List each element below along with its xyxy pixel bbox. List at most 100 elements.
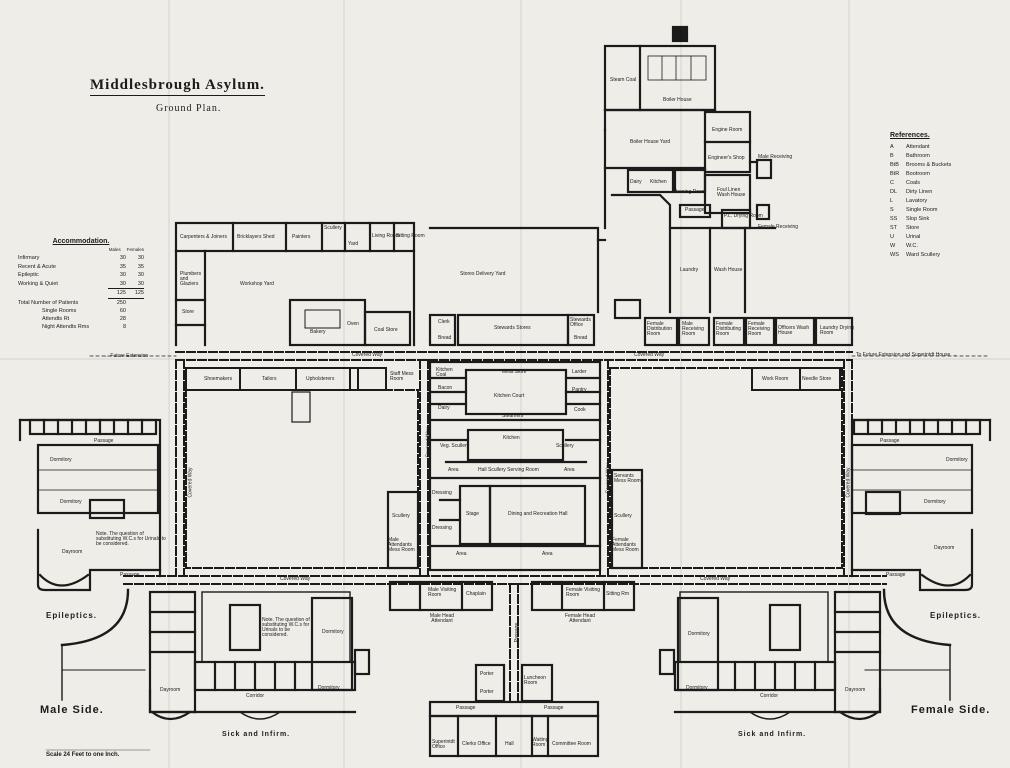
room-label: Waiting Room (532, 737, 549, 748)
room-label: Bacon (438, 385, 453, 391)
room-label: Corridor (760, 693, 779, 699)
room-label: Meat Store (502, 369, 527, 375)
room-label: Stores Delivery Yard (460, 271, 506, 277)
room-label: Steamers (502, 413, 524, 419)
room-label: Dairy (438, 405, 450, 411)
room-label: Male Head Attendant (429, 613, 455, 624)
workshop-block (174, 221, 854, 347)
covered-way-middle (123, 359, 887, 701)
room-label: Steam Coal (610, 77, 637, 83)
room-label: Coal Store (374, 327, 398, 333)
room-label: Dormitory (50, 457, 72, 463)
room-label: Stewards Stores (494, 325, 531, 331)
room-label: Servants Mess Room (614, 473, 641, 484)
room-label: Dressing (432, 490, 452, 496)
room-label: Area (564, 467, 575, 473)
room-label: Female Receiving (758, 224, 799, 230)
room-label: Wash House (714, 267, 743, 273)
room-label: Female Distribution Room (647, 321, 673, 337)
room-label: Dormitory (318, 685, 340, 691)
room-label: Dayroom (62, 549, 83, 555)
room-label: Tailors (262, 376, 277, 382)
room-label: Dormitory (686, 685, 708, 691)
room-label: Hall (505, 741, 514, 747)
corridor-label: Covered Way (634, 352, 665, 358)
room-label: Upholsterers (306, 376, 335, 382)
room-label: Bread (574, 335, 588, 341)
room-label: Officers Wash House (778, 325, 810, 336)
boiler-house-block (603, 25, 777, 314)
room-label: Engine Room (712, 127, 743, 133)
fold-crease (848, 0, 850, 768)
main-courts (185, 367, 843, 569)
sick-infirm-left-label: Sick and Infirm. (222, 731, 291, 738)
fold-crease (680, 0, 682, 768)
room-label: Plumbers and Glaziers (180, 271, 202, 287)
ward-sick-right (658, 590, 882, 721)
room-label: Passage (886, 572, 906, 578)
room-label: Boiler House Yard (630, 139, 671, 145)
room-label: Staff Mess Room (390, 371, 414, 382)
room-label: Female Distributing Room (716, 321, 742, 337)
scale-note: Scale 24 Feet to one Inch. (46, 752, 120, 758)
room-label: Kitchen (650, 179, 667, 185)
room-label: Dormitory (688, 631, 710, 637)
ward-epileptic-left (18, 418, 162, 592)
room-label: Dayroom (934, 545, 955, 551)
room-label: Scullery (556, 443, 574, 449)
covered-way-top (89, 351, 991, 361)
room-label: Female Head Attendant (564, 613, 595, 624)
room-label: Kitchen Court (494, 393, 525, 399)
room-label: Foul Linen Wash House (717, 187, 746, 198)
room-label: Scullery (614, 513, 632, 519)
room-label: Dormitory (946, 457, 968, 463)
room-label: Porter (480, 689, 494, 695)
epileptics-right-label: Epileptics. (930, 611, 982, 620)
room-label: Bread (438, 335, 452, 341)
room-label: Male Receiving Room (682, 321, 704, 337)
room-label: Superintdt Office (432, 739, 455, 750)
room-label: Male Receiving (758, 154, 793, 160)
room-label: P.L. Drying Room (724, 213, 763, 219)
room-label: Committee Room (552, 741, 591, 747)
room-label: Dormitory (60, 499, 82, 505)
room-label: Stage (466, 511, 480, 517)
room-label: Work Room (762, 376, 789, 382)
page-title: Middlesbrough Asylum. (90, 78, 265, 96)
room-label: Ironing Room (676, 189, 707, 195)
corridor-label: Covered Way (700, 576, 731, 582)
room-label: Passage (880, 438, 900, 444)
room-label: Sitting Rm (606, 591, 630, 597)
room-label: Sitting Room (396, 233, 425, 239)
room-label: Painters (292, 234, 311, 240)
room-label: Male Attendants Mess Room (388, 537, 415, 553)
room-label: Laundry Drying Room (820, 325, 854, 336)
room-label: Pantry (572, 387, 587, 393)
room-label: Dairy (630, 179, 642, 185)
room-label: Kitchen Coal (436, 367, 453, 378)
room-label: Store (182, 309, 194, 315)
room-label: Engineer's Shop (708, 155, 745, 161)
room-label: Bakery (310, 329, 326, 335)
room-label: Bricklayers Shed (237, 234, 275, 240)
corridor-label: Covered Way (425, 427, 432, 458)
admin-block (388, 580, 636, 758)
fold-crease (343, 0, 345, 768)
corridor-label: Covered Way (605, 463, 612, 494)
room-label: Scullery (324, 225, 342, 231)
